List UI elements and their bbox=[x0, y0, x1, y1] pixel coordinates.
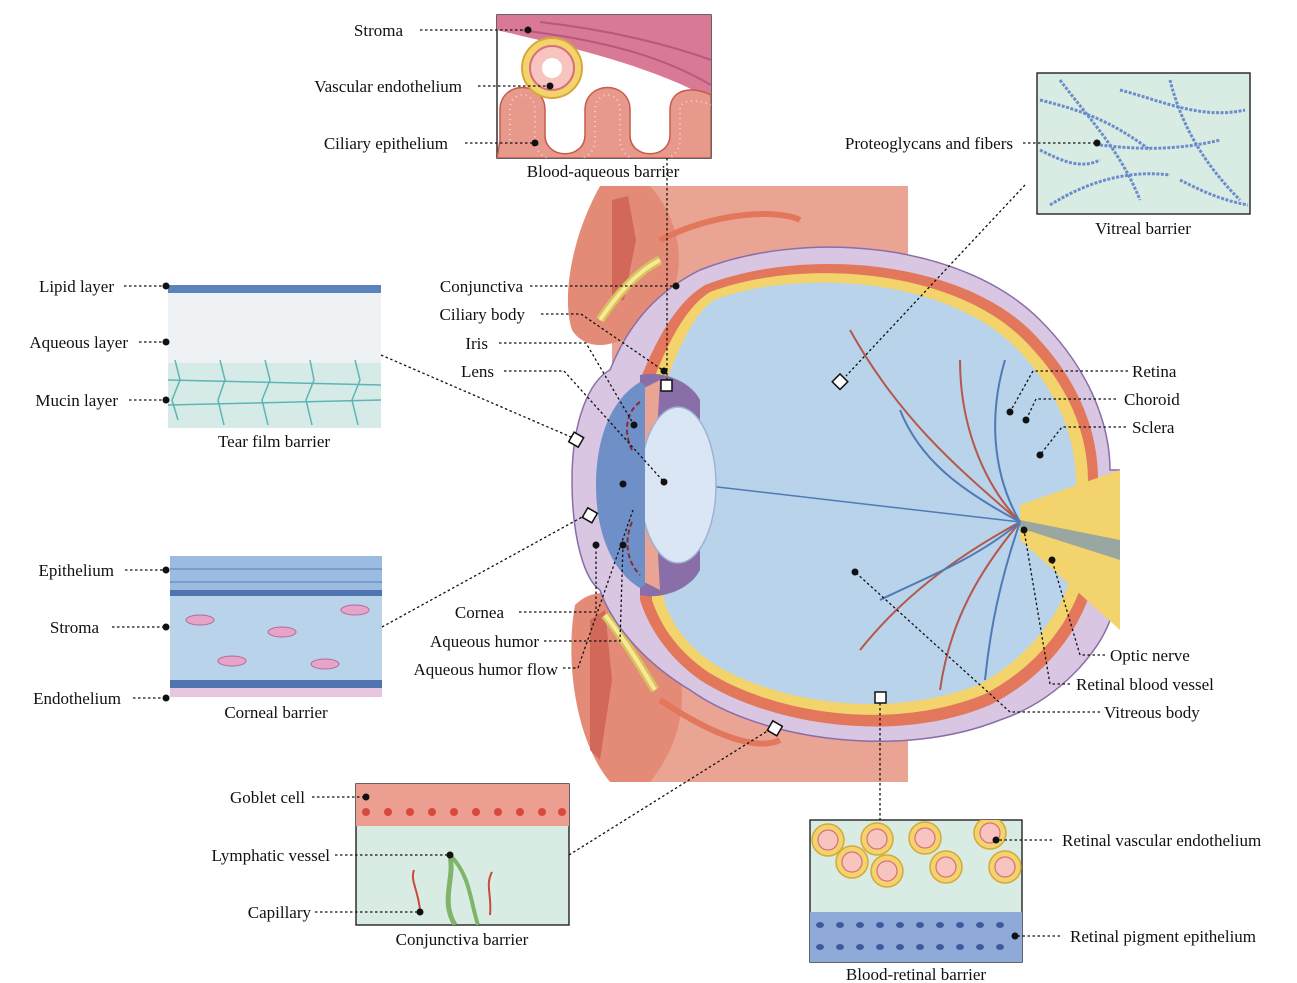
label-lymphatic-vessel: Lymphatic vessel bbox=[211, 846, 330, 865]
panel-conjunctiva bbox=[356, 784, 569, 925]
label-proteoglycans: Proteoglycans and fibers bbox=[845, 134, 1013, 153]
label-vitreous-body: Vitreous body bbox=[1104, 703, 1200, 722]
label-retinal-pigment-epithelium: Retinal pigment epithelium bbox=[1070, 927, 1256, 946]
label-sclera: Sclera bbox=[1132, 418, 1175, 437]
label-corneal-stroma: Stroma bbox=[50, 618, 100, 637]
label-retinal-vascular-endothelium: Retinal vascular endothelium bbox=[1062, 831, 1261, 850]
eye-cross-section bbox=[568, 186, 1120, 782]
label-retina: Retina bbox=[1132, 362, 1177, 381]
title-vitreal: Vitreal barrier bbox=[1095, 219, 1191, 238]
label-lipid-layer: Lipid layer bbox=[39, 277, 114, 296]
lens-body bbox=[640, 407, 716, 563]
title-corneal: Corneal barrier bbox=[224, 703, 328, 722]
label-epithelium: Epithelium bbox=[38, 561, 114, 580]
title-blood-retinal: Blood-retinal barrier bbox=[846, 965, 987, 983]
label-aqueous-humor: Aqueous humor bbox=[430, 632, 539, 651]
label-aq-vascular-endothelium: Vascular endothelium bbox=[314, 77, 462, 96]
label-aq-stroma: Stroma bbox=[354, 21, 404, 40]
label-lens: Lens bbox=[461, 362, 494, 381]
panel-blood-retinal bbox=[810, 817, 1022, 962]
panel-blood-aqueous bbox=[497, 15, 711, 163]
panel-corneal bbox=[170, 556, 382, 697]
label-ciliary-body: Ciliary body bbox=[440, 305, 526, 324]
label-conjunctiva: Conjunctiva bbox=[440, 277, 524, 296]
panel-tear-film bbox=[168, 285, 381, 428]
title-tear-film: Tear film barrier bbox=[218, 432, 330, 451]
label-retinal-blood-vessel: Retinal blood vessel bbox=[1076, 675, 1214, 694]
label-aqueous-layer: Aqueous layer bbox=[29, 333, 128, 352]
label-goblet-cell: Goblet cell bbox=[230, 788, 305, 807]
label-endothelium: Endothelium bbox=[33, 689, 121, 708]
title-blood-aqueous: Blood-aqueous barrier bbox=[527, 162, 680, 181]
label-aq-ciliary-epithelium: Ciliary epithelium bbox=[324, 134, 448, 153]
label-aqueous-humor-flow: Aqueous humor flow bbox=[414, 660, 559, 679]
label-mucin-layer: Mucin layer bbox=[35, 391, 118, 410]
label-cornea: Cornea bbox=[455, 603, 505, 622]
label-capillary: Capillary bbox=[248, 903, 312, 922]
marker-ciliary bbox=[661, 380, 672, 391]
title-conjunctiva: Conjunctiva barrier bbox=[396, 930, 529, 949]
label-choroid: Choroid bbox=[1124, 390, 1180, 409]
marker-retinal bbox=[875, 692, 886, 703]
label-optic-nerve: Optic nerve bbox=[1110, 646, 1190, 665]
label-iris: Iris bbox=[465, 334, 488, 353]
